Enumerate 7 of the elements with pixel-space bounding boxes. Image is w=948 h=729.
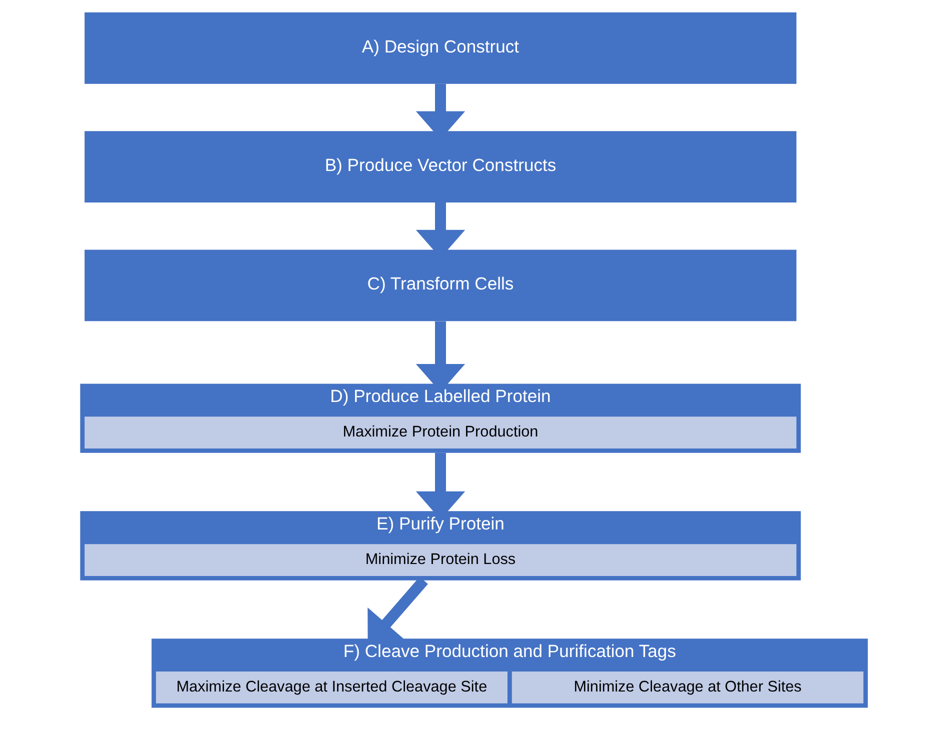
node-box: A) Design Construct [84,12,796,84]
node-box: B) Produce Vector Constructs [84,131,796,202]
node-box: C) Transform Cells [84,250,796,322]
node-box: Maximize Cleavage at Inserted Cleavage Site [156,672,508,704]
node-box: Maximize Protein Production [84,416,796,449]
node-box: Minimize Cleavage at Other Sites [512,672,864,704]
node-box: Minimize Protein Loss [84,544,796,576]
